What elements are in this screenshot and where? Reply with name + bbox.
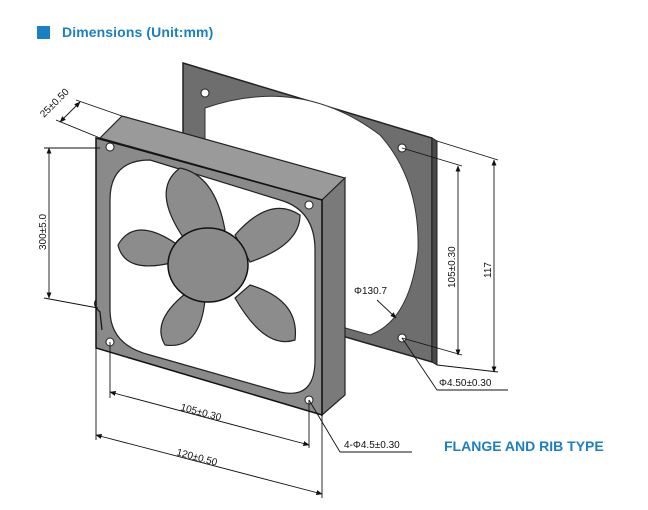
flange-hole-label: Φ4.50±0.30 bbox=[439, 378, 492, 389]
cable bbox=[94, 299, 103, 331]
width-label: 120±0.50 bbox=[175, 447, 218, 469]
dimension-lines bbox=[43, 99, 508, 498]
fan-blades bbox=[117, 167, 301, 347]
opening-diameter-label: Φ130.7 bbox=[354, 286, 387, 297]
fan-hub bbox=[167, 227, 249, 303]
header-title: Dimensions (Unit:mm) bbox=[62, 24, 214, 40]
hole-spacing-vertical-label: 105±0.30 bbox=[447, 246, 458, 288]
fan-type-label: FLANGE AND RIB TYPE bbox=[444, 438, 604, 454]
height-label: 117 bbox=[483, 262, 494, 278]
header-square-icon bbox=[37, 25, 50, 39]
cable-length-label: 300±5.0 bbox=[38, 213, 49, 250]
hole-spacing-horizontal-label: 105±0.30 bbox=[179, 402, 222, 424]
section-header: Dimensions (Unit:mm) bbox=[37, 22, 213, 42]
mount-holes-label: 4-Φ4.5±0.30 bbox=[344, 440, 400, 451]
